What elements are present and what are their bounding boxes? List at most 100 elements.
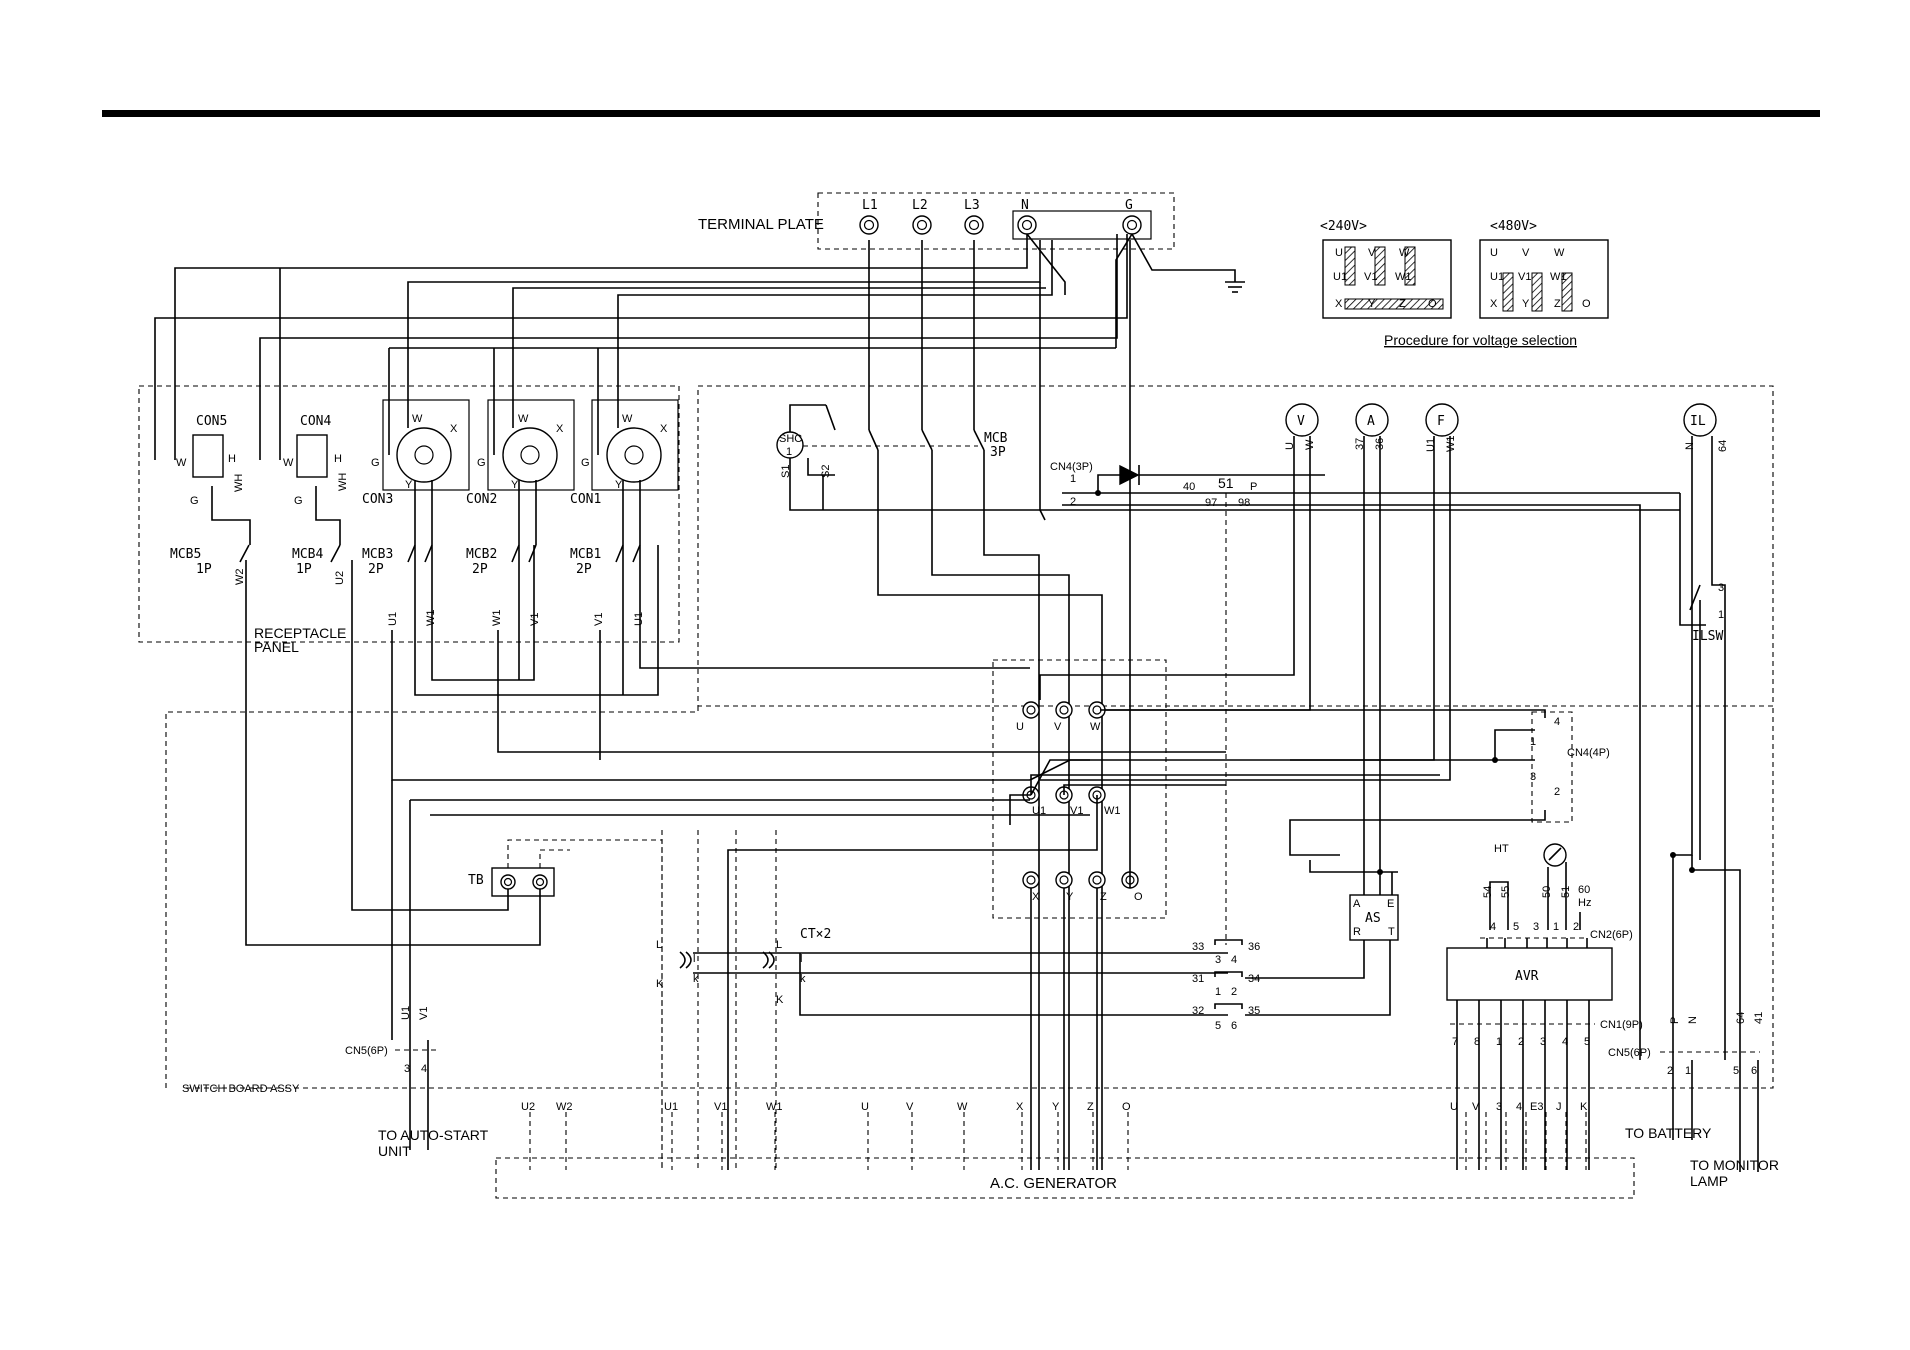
receptacle-con2: W X G Y CON2: [466, 399, 575, 507]
receptacle-con4: CON4 W H G WH: [283, 414, 349, 507]
svg-text:CT×2: CT×2: [800, 927, 831, 942]
svg-text:W2: W2: [234, 569, 246, 586]
main-breaker: SHC 1 S1 S2 MCB 3P: [776, 240, 1680, 511]
svg-text:2P: 2P: [576, 562, 592, 577]
svg-text:V1: V1: [593, 613, 605, 626]
terminal-l2-label: L2: [912, 198, 928, 213]
svg-text:55: 55: [1500, 886, 1512, 898]
svg-text:3: 3: [1215, 954, 1221, 966]
svg-text:V1: V1: [1070, 805, 1083, 817]
svg-text:K: K: [656, 978, 664, 990]
svg-text:U1: U1: [633, 612, 645, 626]
terminal-l3: [964, 215, 984, 235]
svg-text:4: 4: [1516, 1101, 1522, 1113]
svg-text:U1: U1: [387, 612, 399, 626]
svg-text:V1: V1: [529, 613, 541, 626]
svg-text:G: G: [294, 495, 303, 507]
terminal-l2: [912, 215, 932, 235]
svg-text:W1: W1: [1445, 436, 1457, 453]
svg-text:L: L: [656, 939, 662, 951]
svg-text:U: U: [1016, 721, 1024, 733]
receptacle-panel-frame: [138, 385, 680, 643]
svg-text:S1: S1: [780, 465, 792, 478]
meter-indicator-lamp: IL N 64: [1683, 403, 1729, 452]
svg-text:2P: 2P: [472, 562, 488, 577]
svg-text:X: X: [556, 423, 564, 435]
voltage-selection-caption: Procedure for voltage selection: [1384, 332, 1577, 348]
svg-text:G: G: [371, 457, 380, 469]
svg-text:X: X: [1032, 891, 1040, 903]
svg-text:MCB5: MCB5: [170, 547, 201, 562]
svg-text:X: X: [450, 423, 458, 435]
svg-text:33: 33: [1192, 941, 1204, 953]
svg-text:W2: W2: [556, 1101, 573, 1113]
svg-text:A: A: [1367, 414, 1375, 429]
svg-text:X: X: [1490, 298, 1498, 310]
svg-text:54: 54: [1482, 886, 1494, 898]
svg-text:50: 50: [1541, 886, 1553, 898]
option-480v: <480V>: [1490, 219, 1537, 234]
svg-text:V1: V1: [714, 1101, 727, 1113]
svg-text:Y: Y: [1052, 1101, 1060, 1113]
svg-text:7: 7: [1452, 1036, 1458, 1048]
svg-text:2: 2: [1518, 1036, 1524, 1048]
svg-text:MCB1: MCB1: [570, 547, 601, 562]
svg-text:2: 2: [1231, 986, 1237, 998]
receptacle-con1: W X G Y CON1: [570, 399, 679, 507]
svg-text:X: X: [1016, 1101, 1024, 1113]
svg-text:K: K: [776, 994, 784, 1006]
svg-text:P: P: [1669, 1017, 1681, 1024]
svg-text:35: 35: [1248, 1005, 1260, 1017]
svg-text:1: 1: [786, 446, 792, 458]
svg-text:2: 2: [1573, 921, 1579, 933]
terminal-g-label: G: [1125, 198, 1133, 213]
terminal-plate-title: TERMINAL PLATE: [698, 216, 824, 233]
svg-text:32: 32: [1192, 1005, 1204, 1017]
svg-text:4: 4: [1490, 921, 1496, 933]
svg-text:1: 1: [1553, 921, 1559, 933]
svg-text:1: 1: [1718, 609, 1724, 621]
svg-text:X: X: [1335, 298, 1343, 310]
svg-text:U1: U1: [1490, 271, 1504, 283]
svg-text:1P: 1P: [196, 562, 212, 577]
svg-text:O: O: [1134, 891, 1143, 903]
svg-text:J: J: [1556, 1101, 1562, 1113]
svg-text:Y: Y: [1522, 298, 1530, 310]
terminal-n: [1017, 215, 1037, 235]
svg-text:V1: V1: [1364, 271, 1377, 283]
terminal-board: U V W U1 V1 W1 X Y Z O: [727, 240, 1440, 1170]
svg-text:3: 3: [1530, 771, 1536, 783]
svg-text:97: 97: [1205, 497, 1217, 509]
dest-auto-start-1: TO AUTO-START: [378, 1127, 489, 1143]
generator-label: A.C. GENERATOR: [990, 1175, 1117, 1192]
svg-text:L: L: [776, 939, 782, 951]
svg-text:U1: U1: [1032, 805, 1046, 817]
svg-text:U1: U1: [664, 1101, 678, 1113]
svg-text:O: O: [1582, 298, 1591, 310]
ilsw-label: ILSW: [1692, 629, 1723, 644]
svg-text:1: 1: [1070, 473, 1076, 485]
svg-text:W: W: [518, 413, 529, 425]
svg-text:O: O: [1122, 1101, 1131, 1113]
svg-text:V: V: [1368, 247, 1376, 259]
svg-text:l: l: [693, 953, 695, 965]
svg-text:40: 40: [1183, 481, 1195, 493]
svg-text:Z: Z: [1087, 1101, 1094, 1113]
svg-text:W: W: [412, 413, 423, 425]
dest-monitor-1: TO MONITOR: [1690, 1157, 1779, 1173]
svg-text:CON2: CON2: [466, 492, 497, 507]
svg-text:W1: W1: [1104, 805, 1121, 817]
svg-text:36: 36: [1248, 941, 1260, 953]
svg-text:E: E: [1387, 898, 1394, 910]
svg-text:Hz: Hz: [1578, 897, 1591, 909]
svg-text:2: 2: [1554, 786, 1560, 798]
header-rule: [102, 110, 1820, 117]
option-240v: <240V>: [1320, 219, 1367, 234]
svg-text:W: W: [957, 1101, 968, 1113]
svg-text:CON4: CON4: [300, 414, 331, 429]
switch-board-label: SWITCH BOARD ASSY: [182, 1083, 300, 1095]
svg-text:64: 64: [1735, 1012, 1747, 1024]
svg-text:6: 6: [1231, 1020, 1237, 1032]
svg-text:8: 8: [1474, 1036, 1480, 1048]
